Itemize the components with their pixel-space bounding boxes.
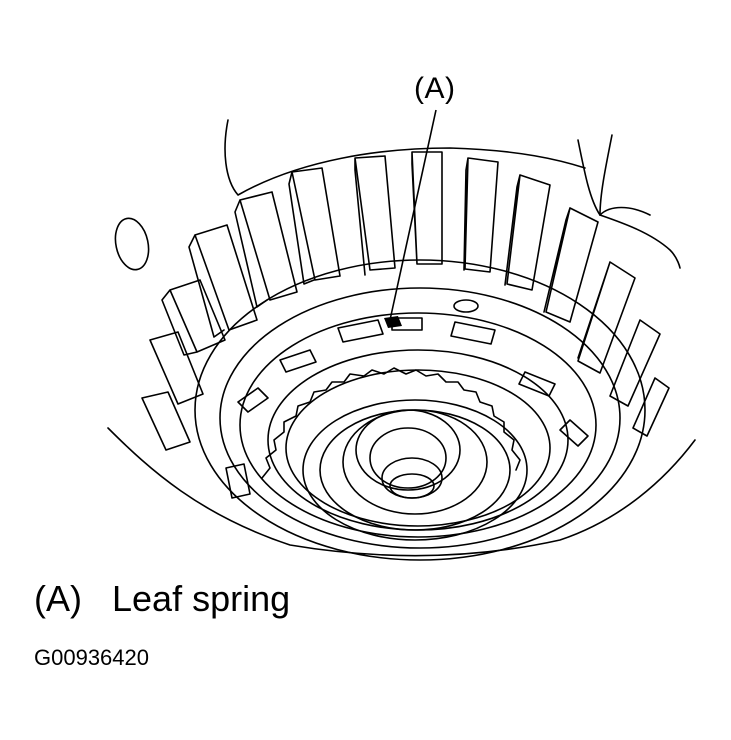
hub-ring-1 bbox=[302, 399, 528, 541]
drum-tooth bbox=[632, 377, 670, 437]
housing-top-edge bbox=[224, 119, 586, 196]
housing-outline bbox=[107, 427, 696, 557]
retainer-clip bbox=[559, 419, 589, 447]
drum-tooth bbox=[141, 391, 191, 451]
drum-tooth bbox=[161, 279, 226, 356]
retainer-clip bbox=[518, 371, 556, 397]
callout-a-label: (A) bbox=[414, 72, 456, 105]
drum-tooth bbox=[188, 224, 258, 338]
drum-tooth bbox=[354, 155, 396, 276]
legend-key: (A) bbox=[34, 578, 82, 619]
drum-tooth bbox=[234, 191, 298, 308]
figure-code: G00936420 bbox=[34, 645, 149, 670]
retainer-clip bbox=[279, 349, 317, 373]
drum-tooth bbox=[504, 174, 551, 291]
retainer-clip bbox=[237, 387, 269, 413]
legend-entry: (A) Leaf spring bbox=[34, 578, 290, 620]
gear-ring bbox=[261, 367, 521, 479]
drum-tooth bbox=[577, 261, 636, 374]
drum-tooth bbox=[543, 207, 599, 323]
drum-tooth bbox=[288, 167, 341, 285]
retainer-clip bbox=[225, 463, 251, 499]
drum-tooth bbox=[411, 151, 443, 265]
callout-leader bbox=[389, 109, 437, 321]
drum-outer-ring bbox=[194, 259, 646, 561]
housing-hole bbox=[114, 217, 150, 271]
retainer-clip bbox=[337, 319, 384, 343]
drum-tooth bbox=[463, 157, 499, 273]
legend-label: Leaf spring bbox=[112, 578, 291, 619]
drum-tooth bbox=[149, 331, 204, 405]
retainer-clip bbox=[450, 321, 496, 345]
drum-tooth bbox=[609, 319, 661, 407]
tool-outline bbox=[577, 139, 681, 269]
